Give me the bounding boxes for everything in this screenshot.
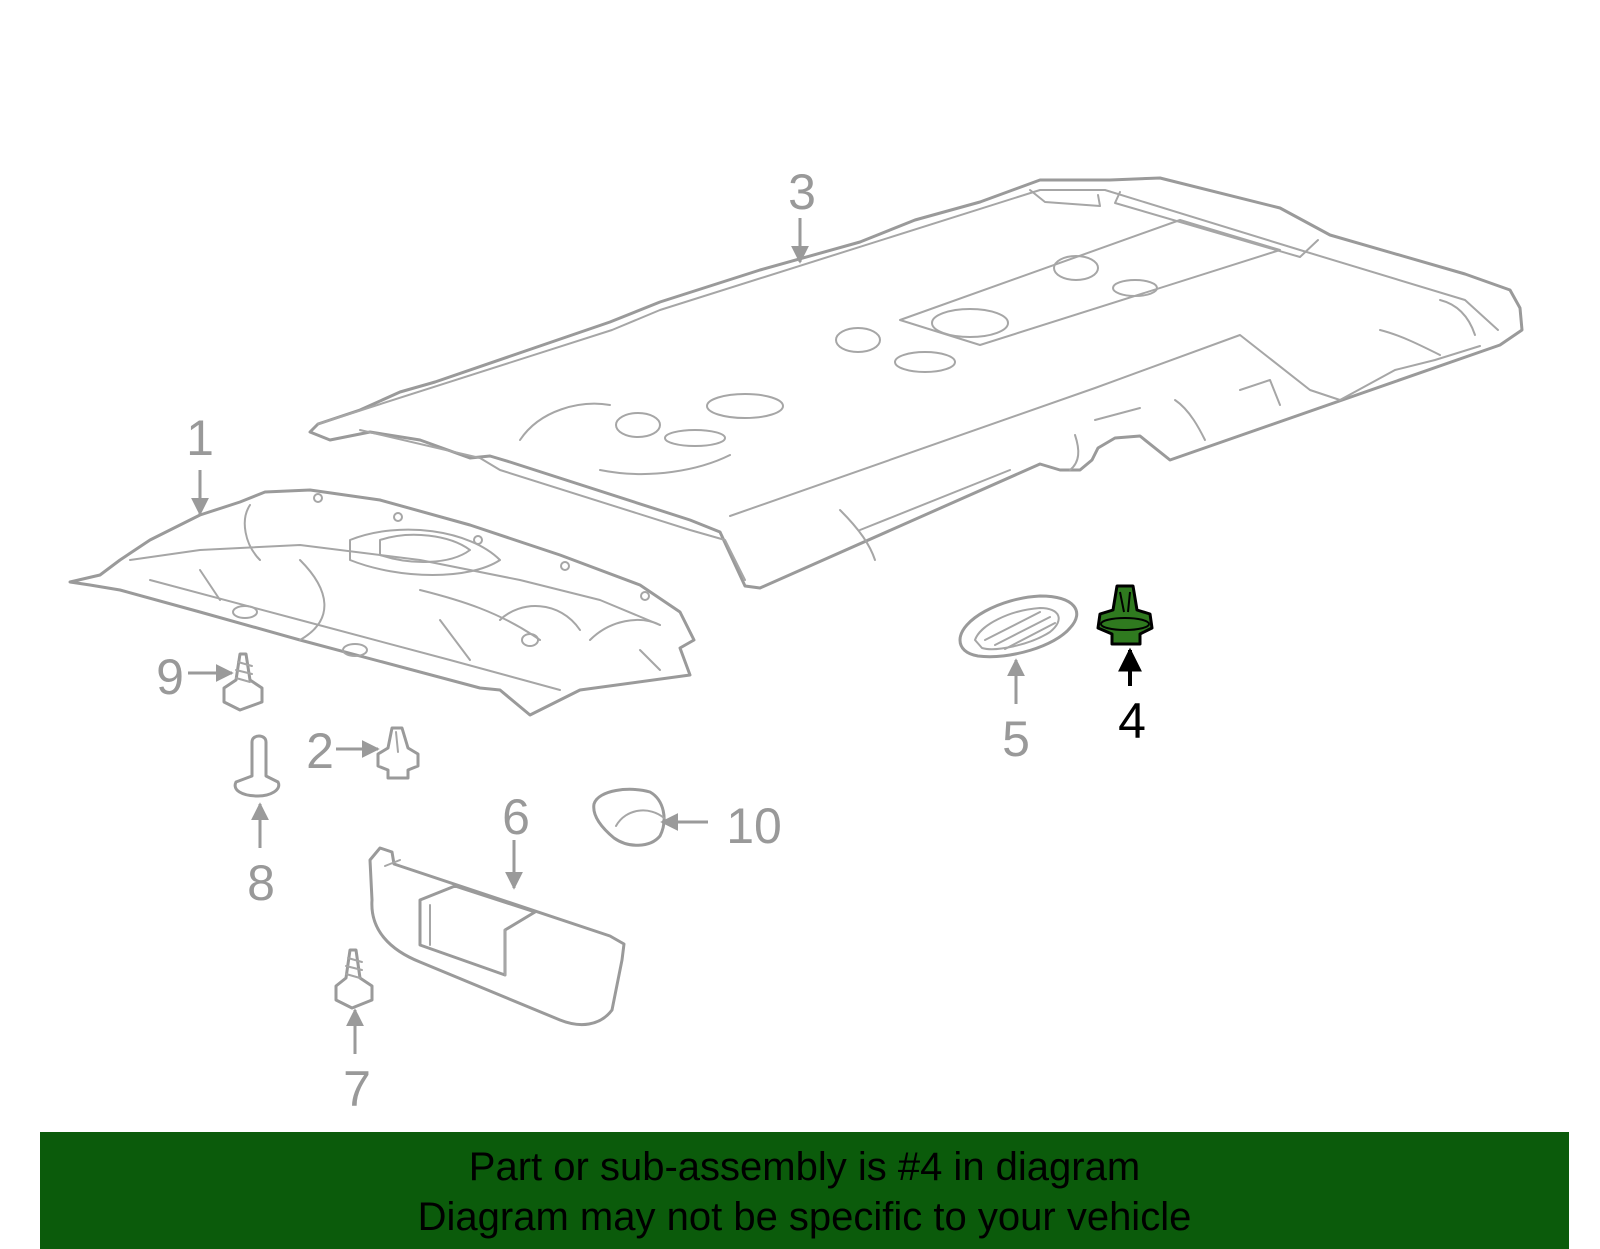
callout-4: 4 [1118, 693, 1146, 749]
part-3-headliner [308, 176, 1524, 590]
callout-numbers: 1 2 3 4 5 6 7 8 9 10 [156, 164, 1146, 1117]
callout-leaders [188, 218, 1142, 1054]
part-8-pin [233, 734, 281, 798]
part-7-screw [334, 948, 374, 1010]
callout-8: 8 [247, 855, 275, 911]
callout-10: 10 [726, 798, 782, 854]
part-2-fastener [376, 726, 420, 780]
part-10-cap [592, 787, 666, 847]
callout-7: 7 [343, 1061, 371, 1117]
part-info-banner: Part or sub-assembly is #4 in diagram Di… [40, 1132, 1569, 1249]
banner-line-1: Part or sub-assembly is #4 in diagram [468, 1145, 1141, 1189]
part-6-sun-visor [368, 846, 626, 1027]
banner-line-2: Diagram may not be specific to your vehi… [417, 1195, 1192, 1239]
part-4-clip [1096, 584, 1154, 646]
callout-1: 1 [186, 410, 214, 466]
part-5-cover [958, 594, 1079, 659]
callout-2: 2 [306, 723, 334, 779]
part-9-screw [222, 652, 264, 712]
callout-9: 9 [156, 649, 184, 705]
callout-5: 5 [1002, 711, 1030, 767]
callout-6: 6 [502, 789, 530, 845]
part-1-headliner-panel [68, 488, 696, 717]
callout-3: 3 [788, 164, 816, 220]
